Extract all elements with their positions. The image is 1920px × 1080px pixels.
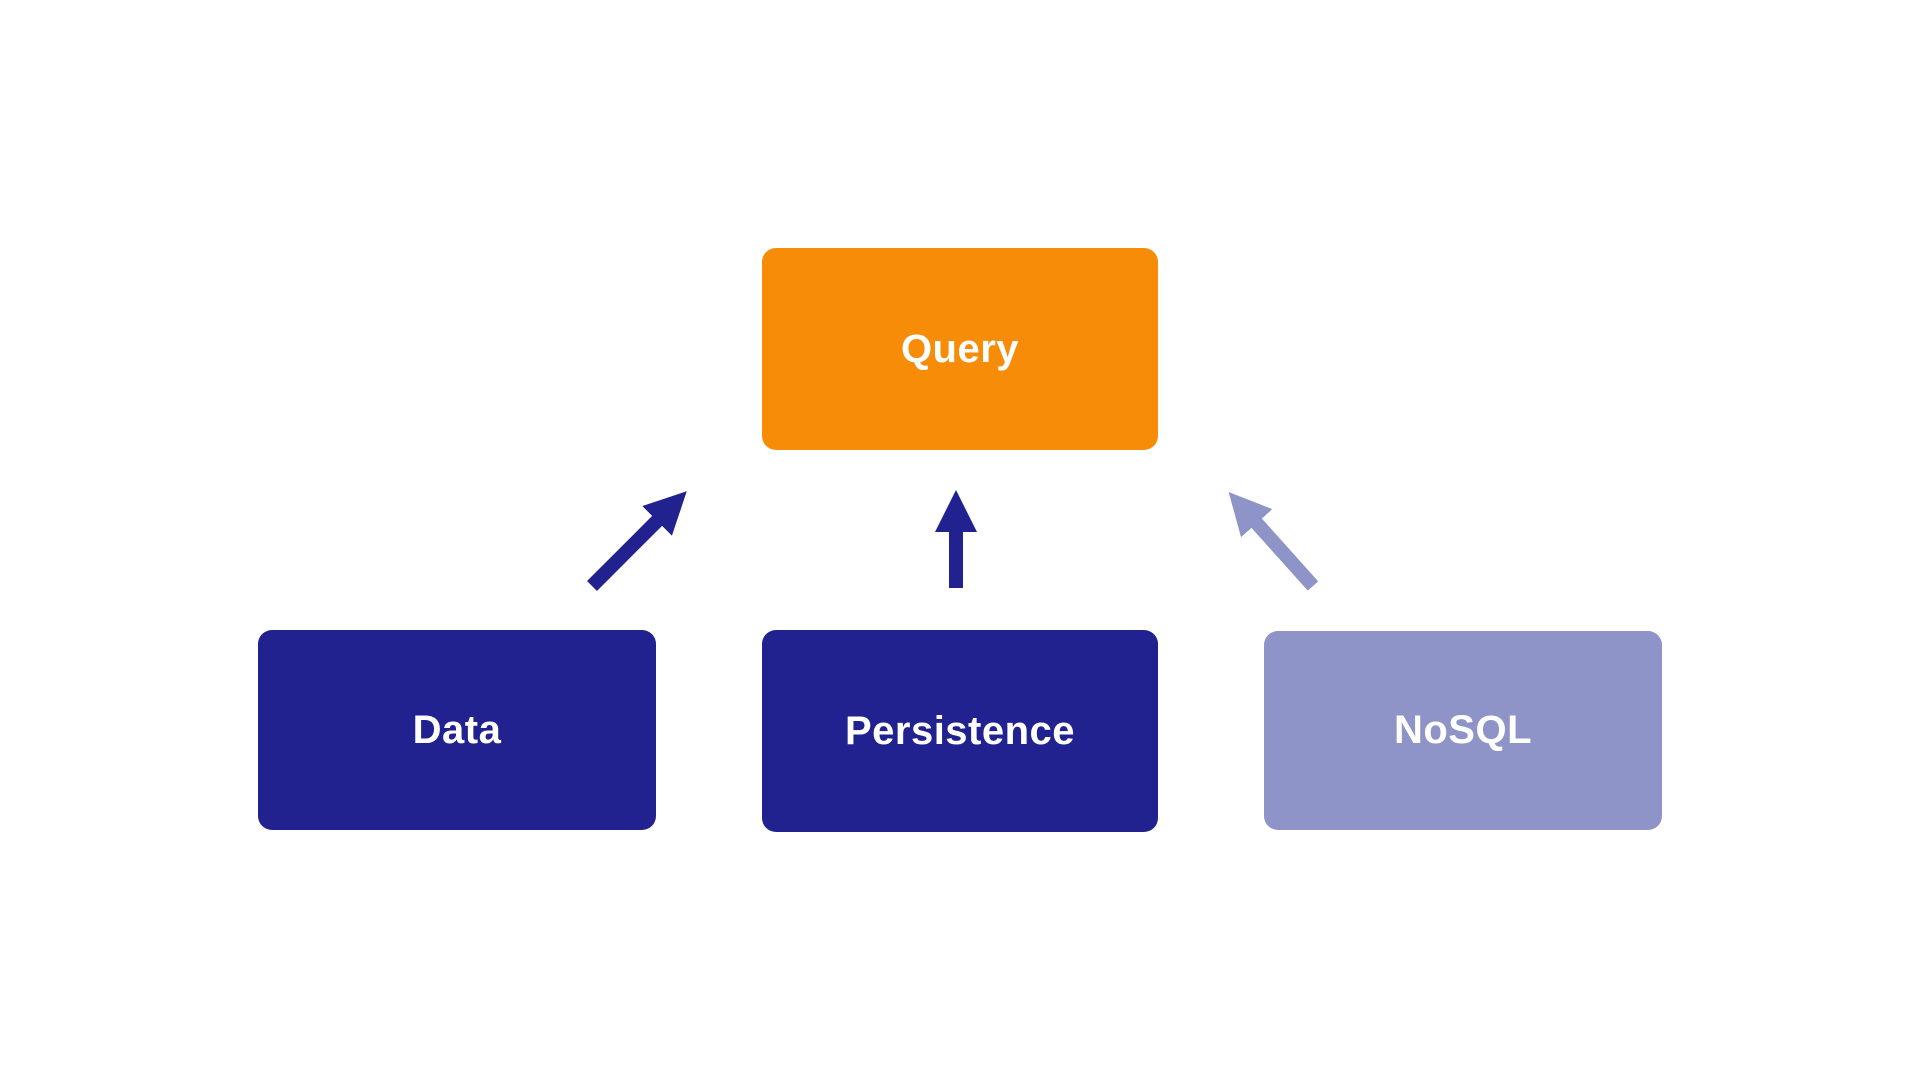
arrow-nosql-to-query	[1228, 491, 1319, 591]
node-nosql: NoSQL	[1264, 631, 1662, 830]
node-query-label: Query	[900, 326, 1020, 371]
node-query: Query	[762, 248, 1158, 450]
node-data-label: Data	[412, 707, 502, 752]
node-data: Data	[258, 630, 656, 830]
node-persistence-label: Persistence	[844, 708, 1076, 753]
node-persistence: Persistence	[762, 630, 1158, 832]
node-nosql-label: NoSQL	[1393, 708, 1533, 752]
arrow-data-to-query	[587, 491, 687, 591]
